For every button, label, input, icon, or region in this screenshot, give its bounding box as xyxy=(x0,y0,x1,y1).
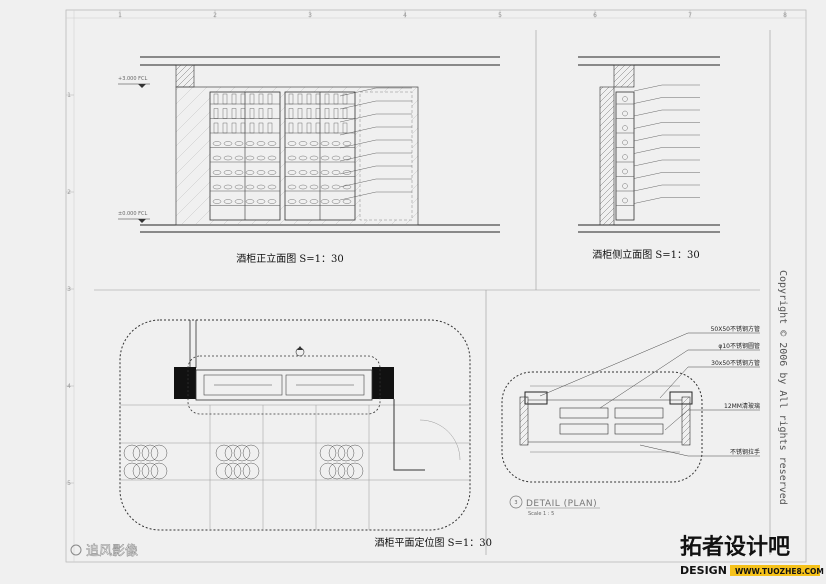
ruler-tick-label: 5 xyxy=(498,12,502,19)
front-callout-leaders xyxy=(339,87,412,201)
ruler-top: 1 2 3 4 5 6 7 8 xyxy=(118,10,787,19)
detail-callout-label: 50X50不锈钢方管 xyxy=(711,325,760,333)
watermark-left: 追风影像 xyxy=(70,543,138,559)
front-elevation-drawing xyxy=(140,56,500,233)
ruler-tick-label: 1 xyxy=(118,12,122,19)
brand-name: 拓者设计吧 xyxy=(680,535,790,560)
detail-callout-label: 12MM清玻璃 xyxy=(724,402,760,410)
ruler-tick-label: 3 xyxy=(67,286,71,293)
sheet-frame xyxy=(65,9,807,563)
level-bottom-text: ±0.000 FCL xyxy=(118,211,147,217)
ruler-tick-label: 4 xyxy=(403,12,407,19)
detail-scale: Scale 1 : 5 xyxy=(528,511,554,517)
ruler-tick-label: 4 xyxy=(67,383,71,390)
detail-callout-label: φ10不锈钢圆管 xyxy=(718,342,760,350)
detail-label: 3 DETAIL (PLAN) Scale 1 : 5 xyxy=(509,495,600,517)
plan-position-title: 酒柜平面定位图 S=1：30 xyxy=(375,536,493,549)
ruler-tick-label: 2 xyxy=(67,189,71,196)
watermark-text: 追风影像 xyxy=(86,543,138,559)
detail-title: DETAIL (PLAN) xyxy=(526,499,597,509)
plan-position-drawing xyxy=(119,319,471,531)
detail-callout-label: 30x50不锈钢方管 xyxy=(711,359,760,367)
brand-sub: DESIGN xyxy=(680,564,727,577)
camera-icon xyxy=(70,544,82,556)
side-callout-leaders xyxy=(633,84,700,204)
brand-logo: 拓者设计吧 DESIGN WWW.TUOZHE8.COM xyxy=(680,535,824,577)
side-elevation-drawing xyxy=(578,56,720,233)
ruler-tick-label: 7 xyxy=(688,12,692,19)
detail-callout-label: 不锈钢拉手 xyxy=(730,448,760,456)
brand-url: WWW.TUOZHE8.COM xyxy=(735,567,824,576)
level-top-text: +3.000 FCL xyxy=(118,76,147,82)
front-elevation-title: 酒柜正立面图 S=1：30 xyxy=(236,252,344,265)
ruler-tick-label: 1 xyxy=(67,92,71,99)
detail-plan-drawing xyxy=(501,371,703,483)
side-elevation-title: 酒柜侧立面图 S=1：30 xyxy=(592,248,700,261)
detail-number: 3 xyxy=(514,500,517,506)
ruler-tick-label: 5 xyxy=(67,480,71,487)
ruler-tick-label: 2 xyxy=(213,12,217,19)
front-level-markers: +3.000 FCL ±0.000 FCL xyxy=(118,76,150,223)
ruler-tick-label: 3 xyxy=(308,12,312,19)
copyright-text: Copyright © 2006 by All rights reserved xyxy=(777,270,788,505)
ruler-left: 1 2 3 4 5 xyxy=(66,92,74,487)
ruler-tick-label: 6 xyxy=(593,12,597,19)
ruler-tick-label: 8 xyxy=(783,12,787,19)
